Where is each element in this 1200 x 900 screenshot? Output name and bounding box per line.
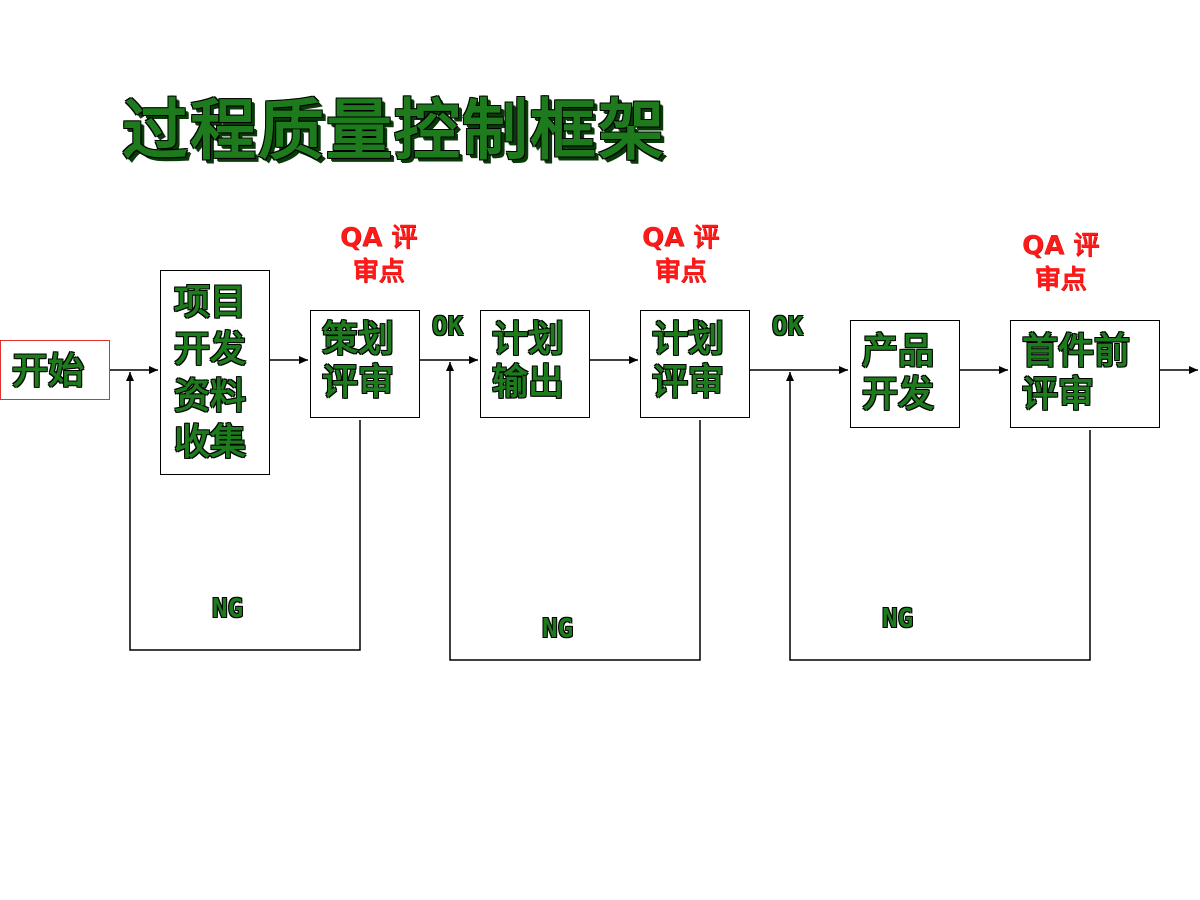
first-article-node — [1010, 320, 1160, 428]
ng-loop-2 — [446, 362, 701, 661]
ok-label-2: OK — [772, 312, 804, 342]
plan-review-node-label: 策划 评审 — [322, 319, 395, 404]
ng-label-3: NG — [882, 604, 914, 634]
product-dev-node — [850, 320, 960, 428]
plan-review-node — [310, 310, 420, 418]
ng-loop-3 — [786, 372, 1091, 661]
start-node-label: 开始 — [12, 351, 85, 392]
start-node — [0, 340, 110, 400]
collect-node — [160, 270, 270, 475]
collect-node-label: 项目 开发 资料 收集 — [174, 282, 247, 464]
plan-eval-node-label: 计划 评审 — [652, 319, 725, 404]
qa-review-point-2: QA 评 审点 — [642, 223, 720, 287]
ok-label-1: OK — [432, 312, 464, 342]
qa-review-point-1: QA 评 审点 — [340, 223, 418, 287]
ng-label-2: NG — [542, 614, 574, 644]
plan-output-node — [480, 310, 590, 418]
ng-label-1: NG — [212, 594, 244, 624]
plan-eval-node — [640, 310, 750, 418]
plan-output-node-label: 计划 输出 — [492, 319, 565, 404]
product-dev-node-label: 产品 开发 — [862, 331, 935, 416]
qa-review-point-3: QA 评 审点 — [1022, 231, 1100, 295]
ng-loop-1 — [126, 372, 361, 651]
diagram-title: 过程质量控制框架 — [122, 92, 666, 169]
first-article-node-label: 首件前 评审 — [1022, 331, 1131, 416]
